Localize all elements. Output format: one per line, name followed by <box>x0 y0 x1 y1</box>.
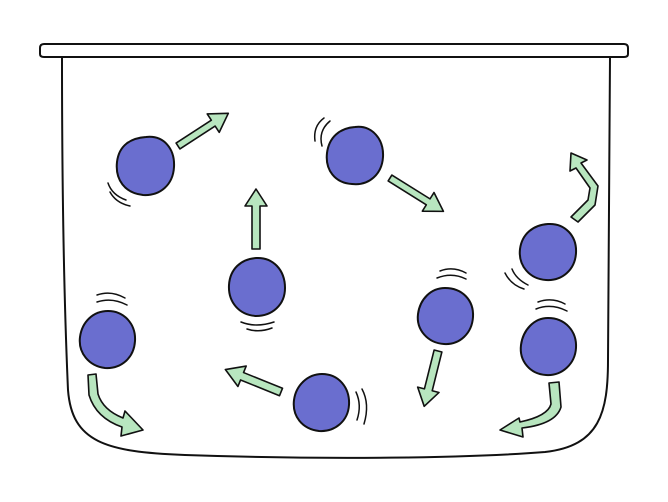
beaker-rim <box>39 43 629 58</box>
particle-icon <box>227 256 287 318</box>
arrow-curved-up-icon <box>569 152 599 223</box>
vibration-icon <box>313 117 325 142</box>
vibration-icon <box>511 268 529 286</box>
arrow-up-right-icon <box>175 112 230 150</box>
vibration-icon <box>240 321 275 326</box>
vibration-icon <box>355 391 360 421</box>
vibration-icon <box>537 299 566 305</box>
vibration-icon <box>96 299 128 306</box>
arrow-up-icon <box>244 188 268 250</box>
arrow-curved-down-right-icon <box>87 373 144 437</box>
vibration-icon <box>96 292 126 299</box>
vibration-icon <box>107 182 127 201</box>
particle-icon <box>519 316 578 377</box>
arrow-left-icon <box>224 365 284 397</box>
particle-icon <box>518 222 578 282</box>
particles <box>78 125 578 433</box>
arrow-curved-down-left-icon <box>499 381 562 438</box>
arrow-down-icon <box>416 349 443 408</box>
particle-icon <box>78 309 137 370</box>
beaker-body <box>61 56 611 459</box>
particle-icon <box>325 125 385 186</box>
vibration-icon <box>439 268 467 274</box>
particle-icon <box>416 286 475 346</box>
vibration-icon <box>504 272 525 290</box>
arrow-down-right-icon <box>387 174 445 213</box>
vibration-icon <box>246 327 273 332</box>
vibration-icon <box>361 388 368 425</box>
beaker-icon <box>39 43 629 459</box>
motion-arrows <box>87 112 599 438</box>
vibration-icon <box>320 120 331 147</box>
particle-icon <box>115 135 176 197</box>
vibration-icon <box>535 305 568 312</box>
vibration-icon <box>109 191 131 207</box>
vibration-marks <box>96 117 568 425</box>
particle-icon <box>292 372 351 433</box>
vibration-icon <box>436 274 467 280</box>
